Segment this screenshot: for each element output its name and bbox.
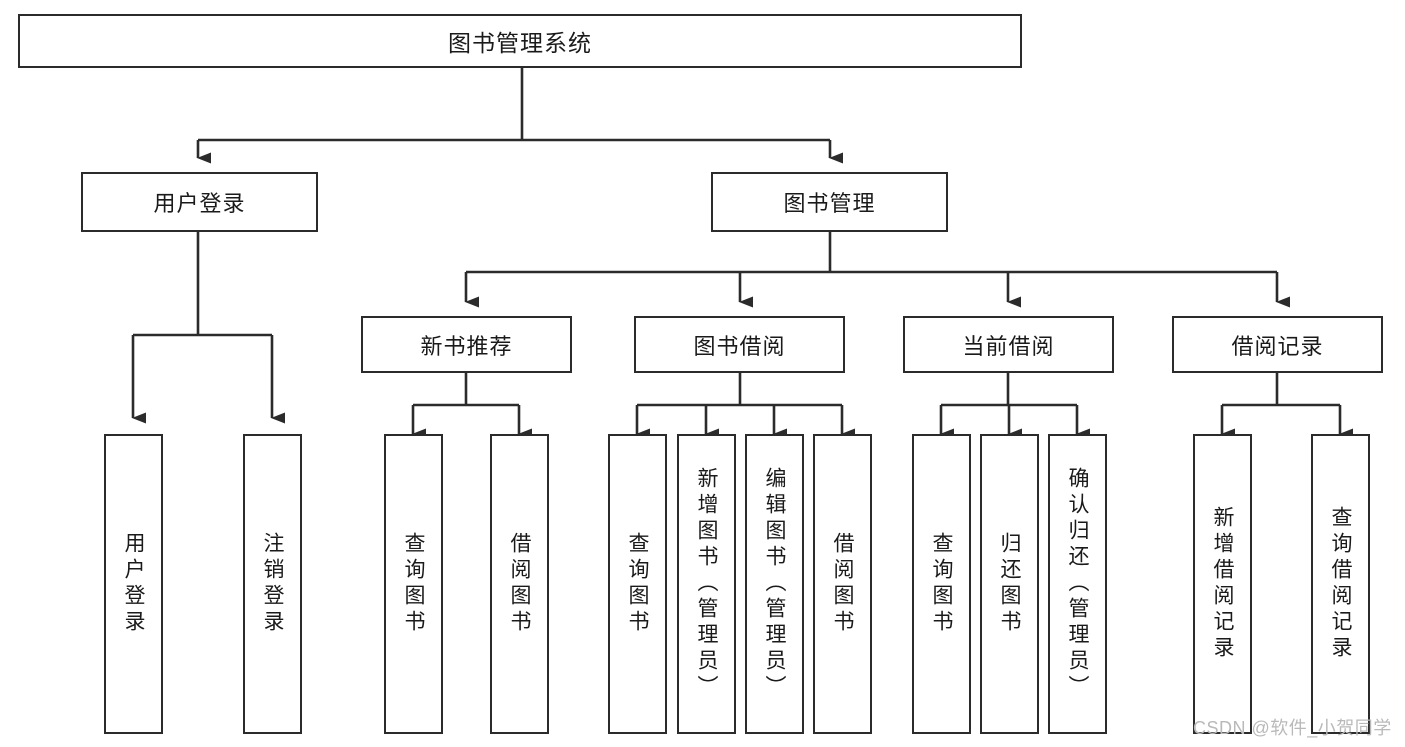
node-book-management[interactable]: 图书管理 bbox=[711, 172, 948, 232]
node-label: 新增借阅记录 bbox=[1211, 506, 1234, 662]
node-label: 新书推荐 bbox=[420, 333, 513, 359]
node-label: 用户登录 bbox=[153, 191, 246, 216]
node-label: 确认归还（管理员） bbox=[1066, 467, 1089, 701]
leaf-borrow-book-recommend[interactable]: 借阅图书 bbox=[490, 434, 549, 734]
node-root-system[interactable]: 图书管理系统 bbox=[18, 14, 1022, 68]
node-current-borrow[interactable]: 当前借阅 bbox=[903, 316, 1114, 373]
leaf-return-book[interactable]: 归还图书 bbox=[980, 434, 1039, 734]
leaf-add-borrow-record[interactable]: 新增借阅记录 bbox=[1193, 434, 1252, 734]
node-label: 图书借阅 bbox=[693, 333, 786, 359]
leaf-query-book-borrow[interactable]: 查询图书 bbox=[608, 434, 667, 734]
node-label: 查询图书 bbox=[626, 532, 649, 636]
node-label: 归还图书 bbox=[998, 532, 1021, 636]
watermark: CSDN @软件_小贺同学 bbox=[1193, 718, 1392, 738]
leaf-user-logout[interactable]: 注销登录 bbox=[243, 434, 302, 734]
node-user-login[interactable]: 用户登录 bbox=[81, 172, 318, 232]
node-label: 借阅图书 bbox=[508, 532, 531, 636]
leaf-query-book-recommend[interactable]: 查询图书 bbox=[384, 434, 443, 734]
node-label: 查询借阅记录 bbox=[1329, 506, 1352, 662]
node-label: 注销登录 bbox=[261, 532, 284, 636]
node-label: 图书管理系统 bbox=[448, 30, 592, 56]
node-label: 借阅图书 bbox=[831, 532, 854, 636]
node-new-book-recommend[interactable]: 新书推荐 bbox=[361, 316, 572, 373]
node-book-borrow[interactable]: 图书借阅 bbox=[634, 316, 845, 373]
node-label: 查询图书 bbox=[402, 532, 425, 636]
leaf-user-login[interactable]: 用户登录 bbox=[104, 434, 163, 734]
node-label: 编辑图书（管理员） bbox=[763, 467, 786, 701]
node-label: 用户登录 bbox=[122, 532, 145, 636]
node-label: 查询图书 bbox=[930, 532, 953, 636]
node-label: 图书管理 bbox=[783, 191, 876, 216]
leaf-query-book-current[interactable]: 查询图书 bbox=[912, 434, 971, 734]
leaf-confirm-return-admin[interactable]: 确认归还（管理员） bbox=[1048, 434, 1107, 734]
leaf-edit-book-admin[interactable]: 编辑图书（管理员） bbox=[745, 434, 804, 734]
leaf-borrow-book[interactable]: 借阅图书 bbox=[813, 434, 872, 734]
node-borrow-record[interactable]: 借阅记录 bbox=[1172, 316, 1383, 373]
node-label: 借阅记录 bbox=[1231, 333, 1324, 359]
node-label: 当前借阅 bbox=[962, 333, 1055, 359]
leaf-add-book-admin[interactable]: 新增图书（管理员） bbox=[677, 434, 736, 734]
leaf-query-borrow-record[interactable]: 查询借阅记录 bbox=[1311, 434, 1370, 734]
node-label: 新增图书（管理员） bbox=[695, 467, 718, 701]
